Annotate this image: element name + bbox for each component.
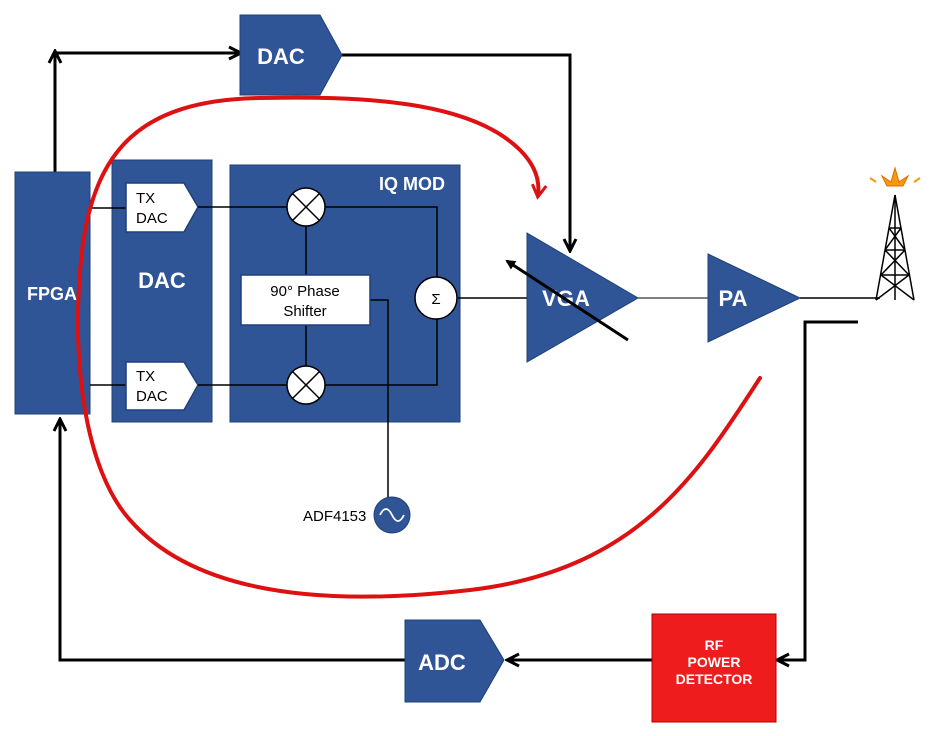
phase-shifter: 90° Phase Shifter: [240, 274, 371, 326]
summer-symbol: Σ: [431, 291, 440, 308]
dac-top-label: DAC: [257, 44, 305, 69]
dac-top-block: DAC: [239, 14, 343, 96]
tx-dac-top-line2: DAC: [136, 210, 168, 227]
detector-line2: POWER: [688, 654, 741, 670]
control-lines: [55, 52, 858, 660]
mixer-icon: [286, 187, 326, 227]
oscillator-icon: [373, 496, 411, 534]
mixer-top: [286, 187, 326, 227]
tx-dac-bottom-line1: TX: [136, 368, 155, 385]
tx-dac-top: TX DAC: [125, 182, 199, 233]
fpga-label: FPGA: [27, 284, 77, 304]
mixer-icon: [286, 365, 326, 405]
detector-line3: DETECTOR: [676, 671, 753, 687]
pa-block: PA: [707, 253, 802, 343]
synthesizer: ADF4153: [303, 496, 411, 534]
adc-to-fpga-line: [60, 420, 405, 662]
vga-block: VGA: [505, 232, 639, 363]
adc-label: ADC: [418, 650, 466, 675]
phase-shifter-line2: Shifter: [283, 303, 326, 320]
red-loop-annotation: [76, 95, 762, 599]
summer: Σ: [414, 276, 458, 320]
synth-label: ADF4153: [303, 508, 366, 525]
detector-line1: RF: [705, 637, 724, 653]
tx-dac-bottom: TX DAC: [125, 361, 199, 411]
phase-shifter-line1: 90° Phase: [270, 283, 339, 300]
antenna-tower-icon: [869, 166, 921, 301]
adc-block: ADC: [404, 619, 505, 703]
mixer-bottom: [286, 365, 326, 405]
coupler-line: [778, 320, 858, 660]
iq-mod-label: IQ MOD: [379, 174, 445, 194]
iq-internal-wiring: [198, 206, 528, 516]
pa-label: PA: [719, 286, 748, 311]
tx-dac-top-line1: TX: [136, 190, 155, 207]
dac-to-vga-line: [340, 53, 570, 250]
tx-dac-bottom-line2: DAC: [136, 388, 168, 405]
dac-block-label: DAC: [138, 268, 186, 293]
fpga-tx-lines: [90, 207, 126, 386]
rf-power-detector: RF POWER DETECTOR: [651, 613, 777, 723]
